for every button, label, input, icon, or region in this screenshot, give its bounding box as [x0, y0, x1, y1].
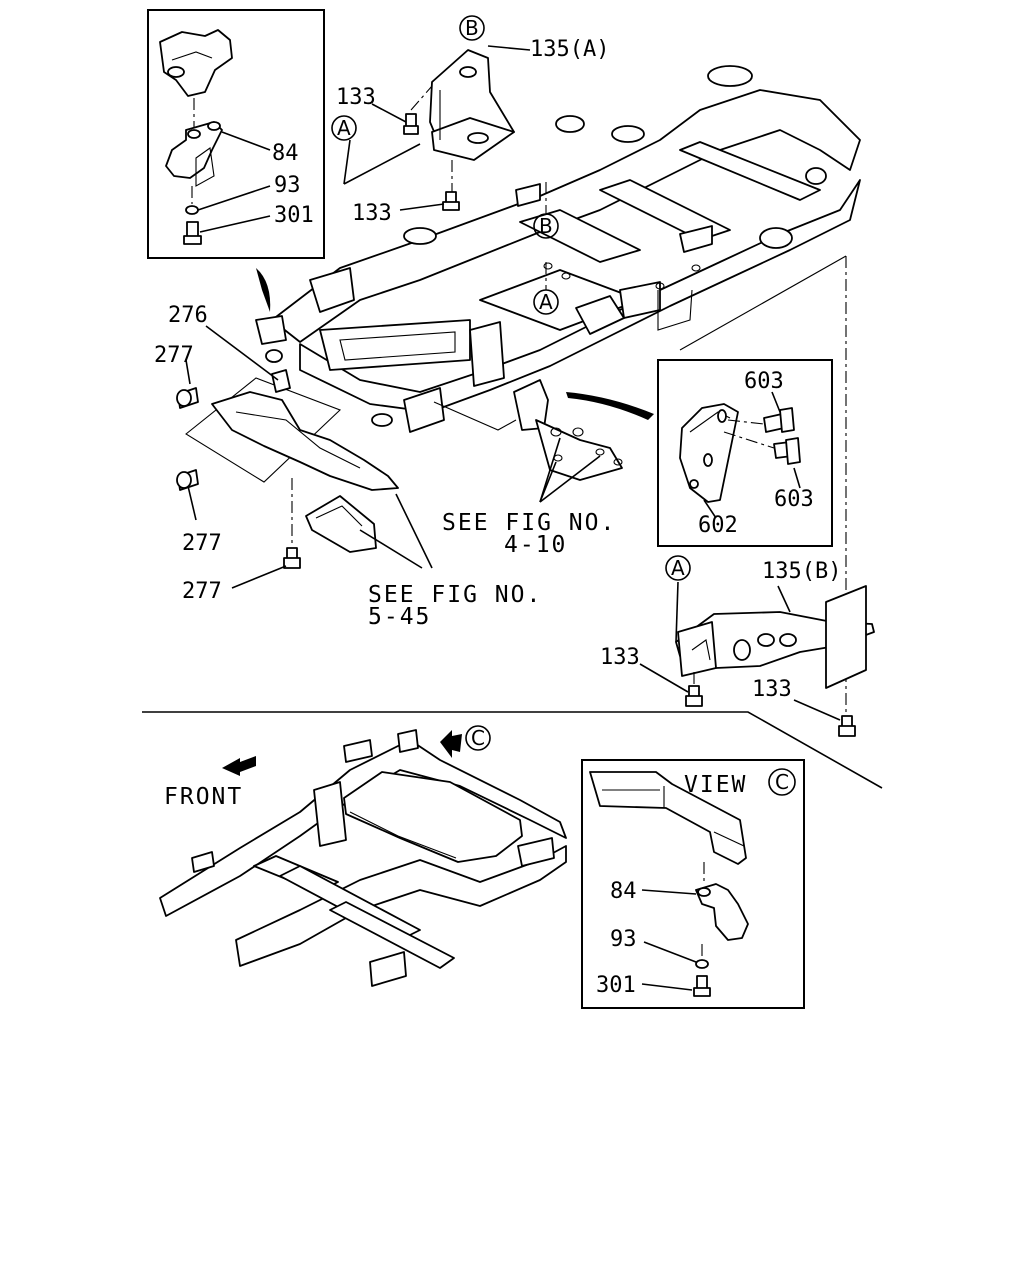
inset-tow-hook-top	[147, 9, 325, 259]
view-c-caption: VIEW	[684, 772, 747, 798]
label-277-b: 277	[182, 531, 222, 556]
label-93-top: 93	[274, 173, 301, 198]
marker-b-top: B	[459, 15, 485, 41]
bracket-center	[433, 379, 654, 503]
label-603-b: 603	[774, 487, 814, 512]
bracket-135a	[343, 45, 531, 211]
inset-callout-line	[679, 255, 847, 351]
marker-a-left: A	[331, 115, 357, 141]
label-133-a: 133	[336, 85, 376, 110]
label-84-top: 84	[272, 141, 299, 166]
inset-pointer-arrow	[256, 268, 271, 312]
view-c-arrow-icon	[440, 730, 462, 758]
label-602: 602	[698, 513, 738, 538]
inset-view-c	[581, 759, 805, 1009]
label-135b: 135(B)	[762, 559, 841, 584]
svg-text:A: A	[337, 116, 351, 140]
label-133-d: 133	[752, 677, 792, 702]
marker-c-view: C	[768, 768, 796, 796]
front-label: FRONT	[164, 784, 243, 810]
label-277-c: 277	[182, 579, 222, 604]
see-fig-545-line1: SEE FIG NO.	[368, 582, 542, 608]
label-603-a: 603	[744, 369, 784, 394]
label-133-b: 133	[352, 201, 392, 226]
section-divider	[142, 711, 883, 789]
label-301-top: 301	[274, 203, 314, 228]
chassis-frame-overview	[159, 729, 567, 987]
label-133-c: 133	[600, 645, 640, 670]
svg-text:A: A	[539, 290, 553, 314]
inset-callout-tab	[657, 289, 693, 331]
svg-text:B: B	[539, 214, 553, 238]
svg-text:C: C	[775, 770, 789, 794]
marker-c-arrow: C	[465, 725, 491, 751]
chassis-frame-main	[255, 65, 861, 433]
label-135a: 135(A)	[530, 37, 609, 62]
label-277-a: 277	[154, 343, 194, 368]
svg-text:B: B	[465, 16, 479, 40]
svg-text:C: C	[471, 726, 485, 750]
bracket-135b	[639, 581, 875, 737]
see-fig-545-line2: 5-45	[368, 604, 431, 630]
label-276: 276	[168, 303, 208, 328]
label-84-view: 84	[610, 879, 637, 904]
see-fig-410-line1: SEE FIG NO.	[442, 510, 616, 536]
inset-bracket-602	[657, 359, 833, 547]
see-fig-410-line2: 4-10	[504, 532, 567, 558]
label-301-view: 301	[596, 973, 636, 998]
label-93-view: 93	[610, 927, 637, 952]
svg-text:A: A	[671, 556, 685, 580]
skid-plate-276	[176, 325, 433, 589]
marker-a-right: A	[665, 555, 691, 581]
front-arrow-icon	[222, 756, 256, 776]
